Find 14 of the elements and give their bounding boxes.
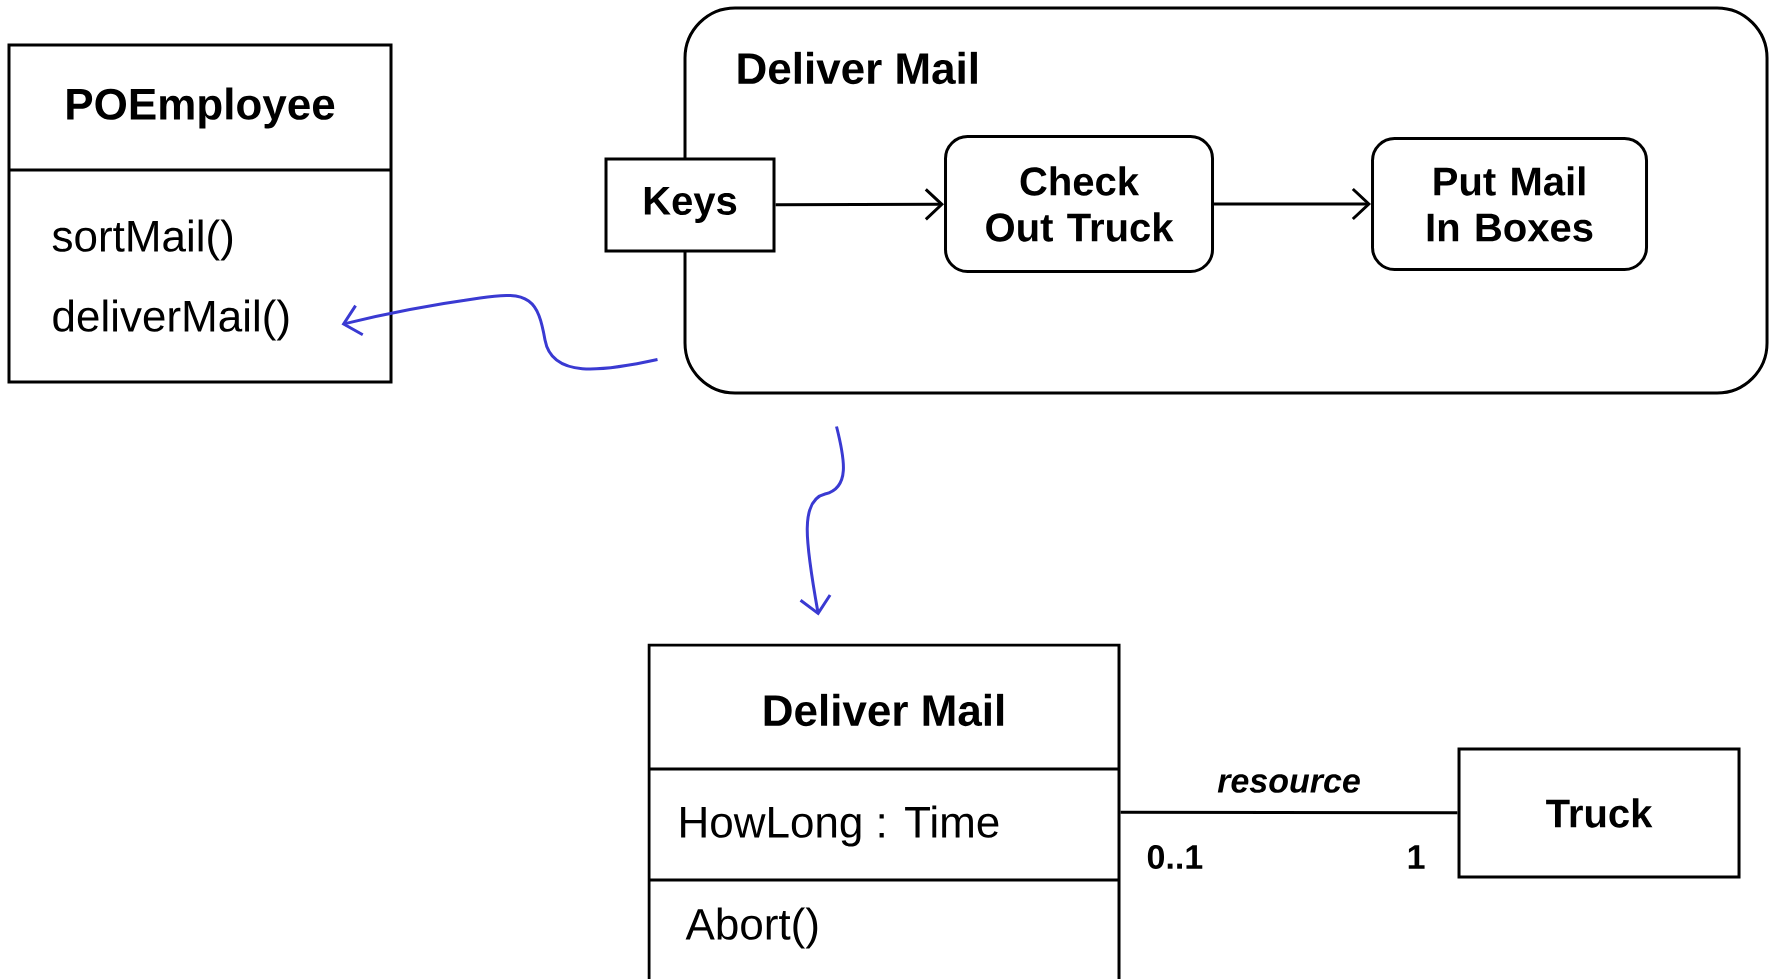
arrow bbox=[1214, 187, 1372, 221]
association-line bbox=[1120, 810, 1458, 815]
arrow bbox=[341, 294, 658, 371]
class-box: POEmployee sortMail() deliverMail() bbox=[7, 43, 393, 384]
multiplicity-label: 1 bbox=[1408, 845, 1425, 869]
edge-label: resource bbox=[1217, 774, 1360, 793]
action-box: Check Out Truck bbox=[944, 135, 1214, 273]
pin-box: Keys bbox=[604, 157, 776, 253]
class-box: Deliver Mail HowLong : Time Abort() bbox=[647, 643, 1121, 979]
arrow bbox=[799, 426, 845, 616]
class-box: Truck bbox=[1457, 747, 1741, 879]
multiplicity-label: 0..1 bbox=[1147, 844, 1203, 870]
arrow bbox=[775, 188, 944, 221]
action-box: Put Mail In Boxes bbox=[1371, 137, 1649, 271]
